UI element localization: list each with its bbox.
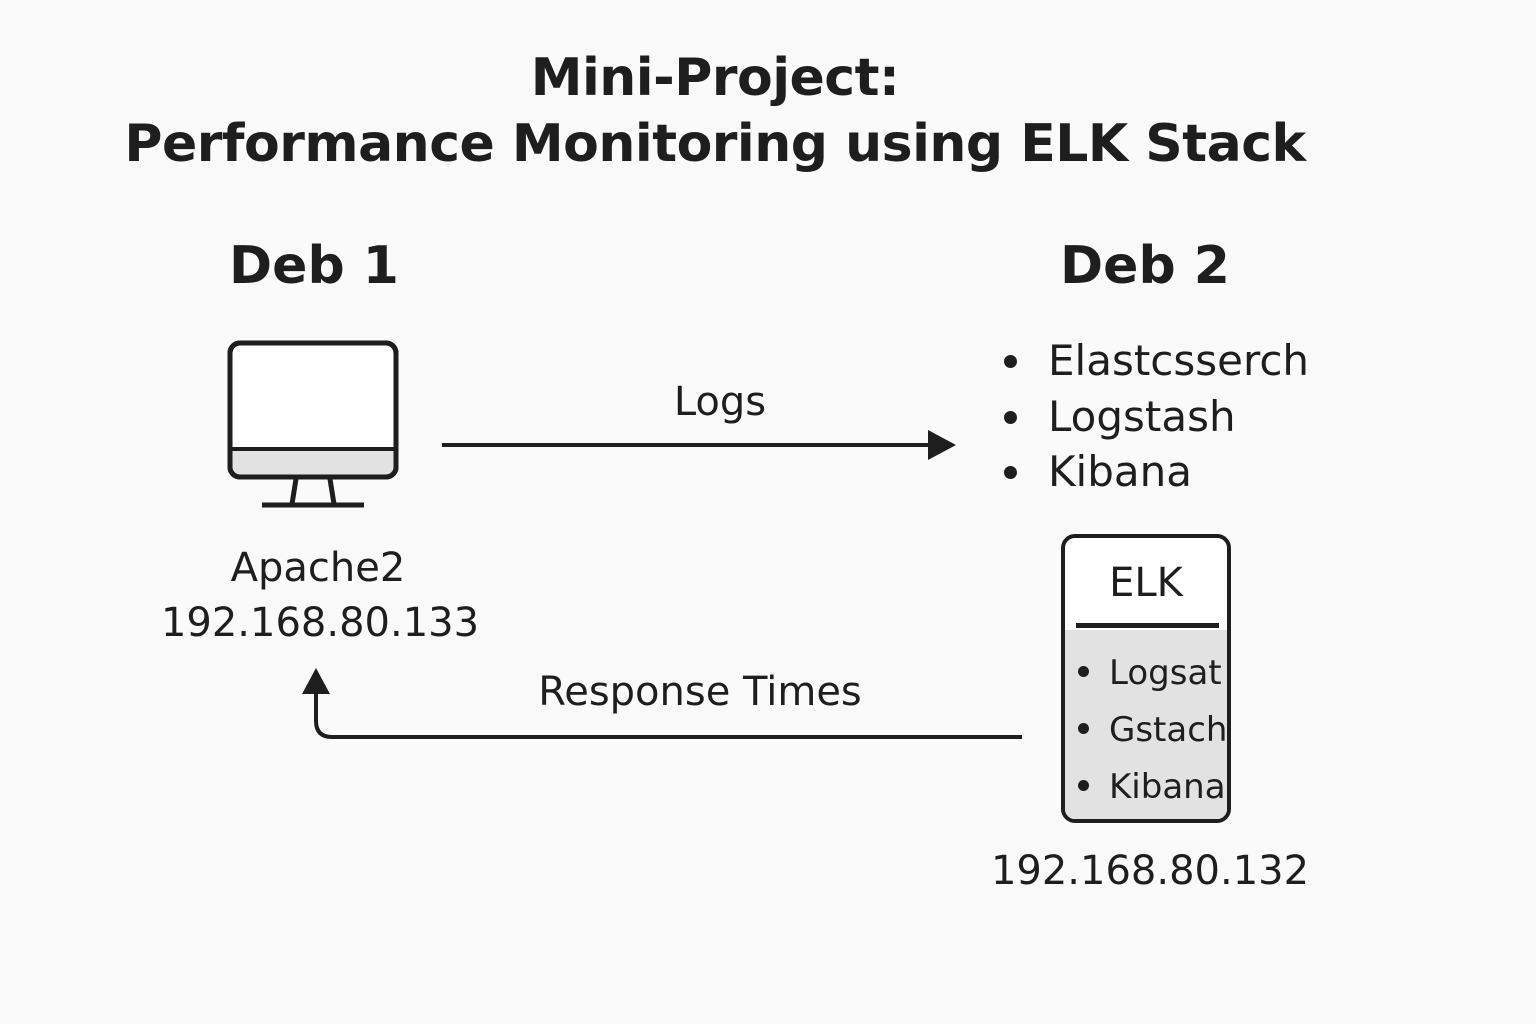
response-times-edge-label: Response Times [538, 669, 862, 715]
component-label: Elastcsserch [1048, 336, 1310, 385]
bullet-icon [1078, 666, 1089, 677]
list-item: Kibana [1065, 762, 1227, 819]
logs-edge-label: Logs [673, 379, 767, 425]
deb2-heading: Deb 2 [1060, 236, 1230, 296]
list-item: Kibana [1000, 444, 1309, 500]
monitor-icon [227, 340, 399, 508]
elk-server-title: ELK [1109, 560, 1183, 606]
elk-server-box: ELK Logsat Gstach Kibana [1061, 534, 1231, 823]
diagram-title-line1: Mini-Project: [530, 48, 900, 108]
component-label: Logstash [1048, 391, 1236, 441]
deb1-heading: Deb 1 [229, 236, 399, 296]
diagram-title-line2: Performance Monitoring using ELK Stack [124, 114, 1306, 174]
response-times-arrow [302, 668, 1022, 739]
list-item: Elastcsserch [1000, 333, 1309, 389]
elk-item-label: Kibana [1109, 767, 1226, 807]
list-item: Gstach [1065, 705, 1227, 762]
bullet-icon [1004, 466, 1017, 479]
list-item: Logsat [1065, 648, 1227, 705]
elk-server-panel [1065, 630, 1227, 819]
deb1-service-label: Apache2 [230, 545, 406, 591]
bullet-icon [1004, 355, 1017, 368]
elk-item-label: Gstach [1109, 710, 1228, 750]
list-item: Logstash [1000, 389, 1309, 445]
deb1-ip-label: 192.168.80.133 [160, 600, 480, 646]
deb2-component-list: Elastcsserch Logstash Kibana [1000, 333, 1309, 500]
component-label: Kibana [1048, 447, 1192, 496]
bullet-icon [1078, 723, 1089, 734]
bullet-icon [1078, 780, 1089, 791]
bullet-icon [1004, 410, 1017, 424]
logs-arrow [442, 430, 956, 460]
elk-item-label: Logsat [1109, 653, 1222, 693]
elk-divider [1076, 623, 1219, 628]
deb2-ip-label: 192.168.80.132 [990, 848, 1310, 894]
elk-server-item-list: Logsat Gstach Kibana [1065, 648, 1227, 819]
